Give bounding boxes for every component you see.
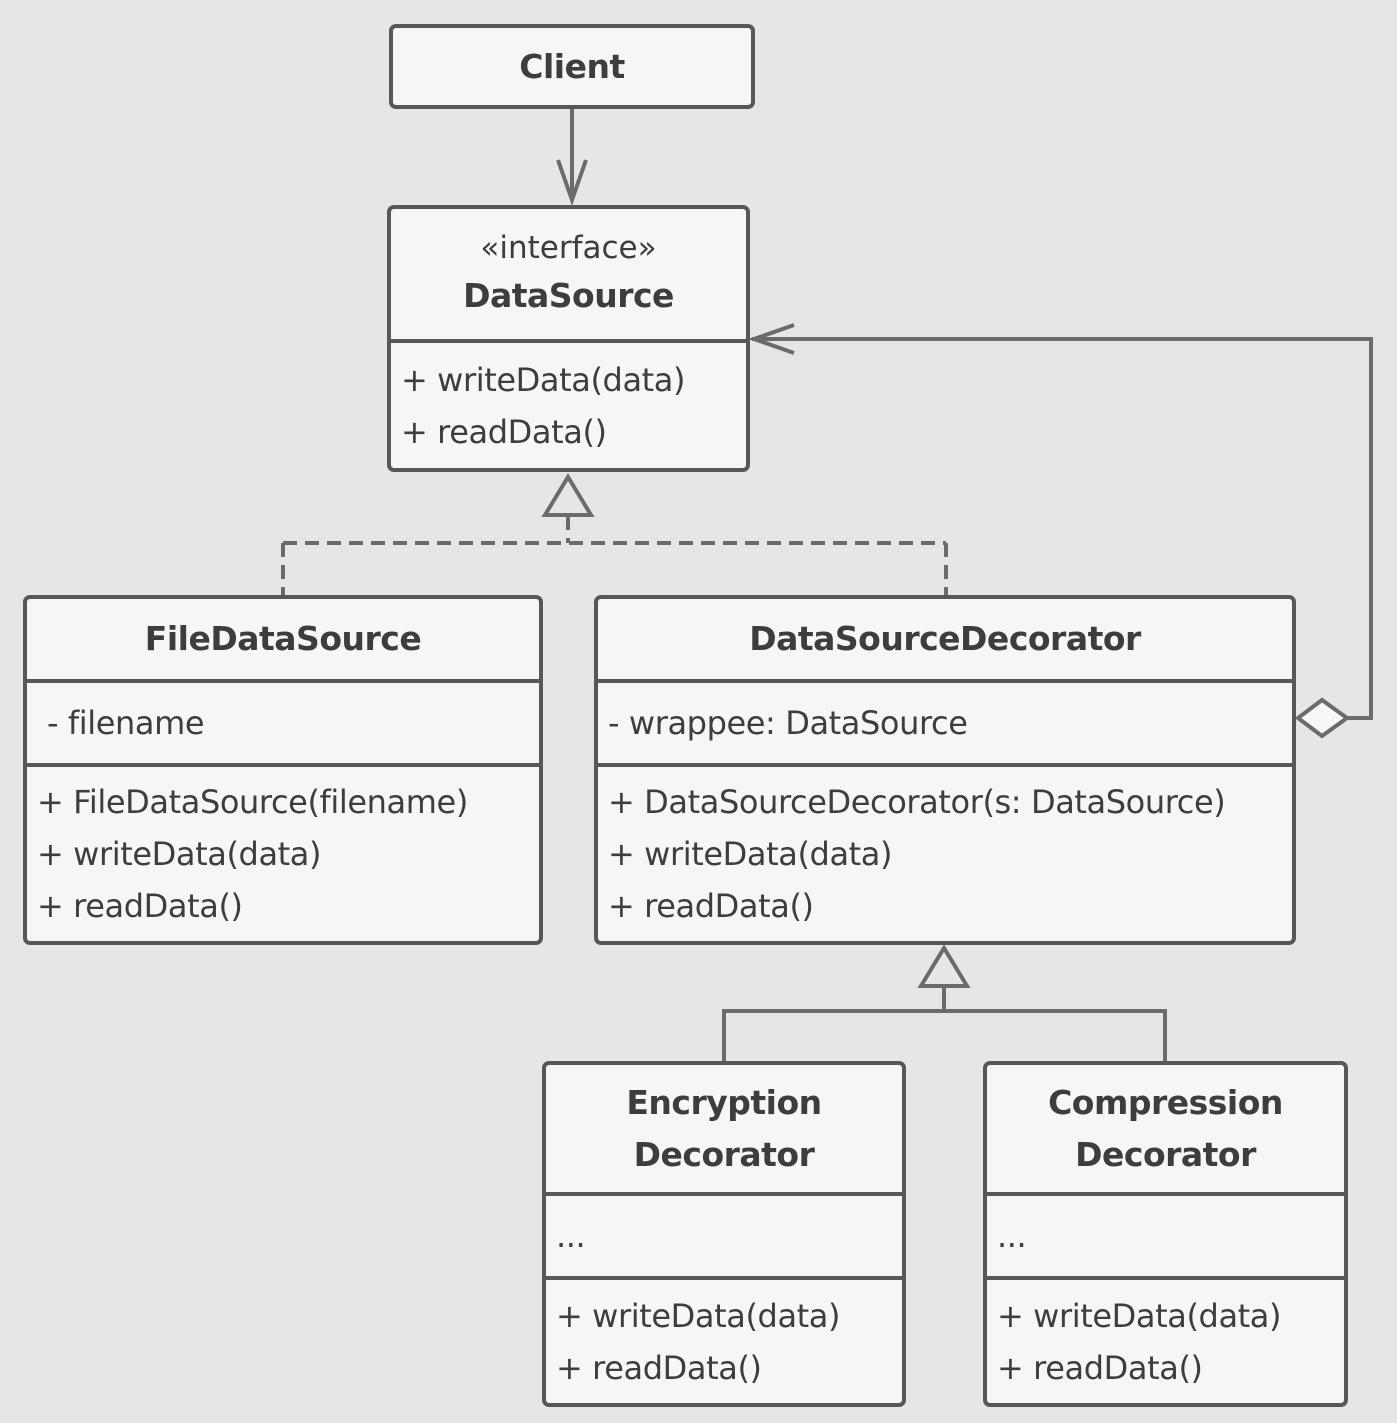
encryptiondecorator-class: Encryption Decorator ... + writeData(dat…: [542, 1061, 906, 1407]
method: + writeData(data): [608, 835, 893, 873]
fields-section: ...: [987, 1196, 1344, 1280]
client-dependency-arrowhead: [556, 159, 588, 207]
decorator-header: DataSourceDecorator: [598, 599, 1292, 683]
field: ...: [997, 1217, 1027, 1255]
method: + readData(): [401, 412, 607, 451]
method: + readData(): [608, 887, 814, 925]
method: + readData(): [37, 887, 243, 925]
realization-triangle: [541, 473, 595, 517]
methods-section: + DataSourceDecorator(s: DataSource) + w…: [598, 767, 1292, 941]
fields-section: ...: [546, 1196, 902, 1280]
filedatasource-header: FileDataSource: [27, 599, 539, 683]
field: ...: [556, 1217, 586, 1255]
client-header: Client: [393, 28, 751, 105]
datasourcedecorator-class: DataSourceDecorator - wrappee: DataSourc…: [594, 595, 1296, 945]
method: + DataSourceDecorator(s: DataSource): [608, 783, 1226, 821]
aggregation-line: [752, 337, 1373, 720]
field: - filename: [47, 704, 205, 742]
fields-section: - filename: [27, 683, 539, 767]
inheritance-triangle: [917, 944, 971, 988]
method: + writeData(data): [401, 360, 686, 399]
compression-header: Compression Decorator: [987, 1065, 1344, 1196]
fields-section: - wrappee: DataSource: [598, 683, 1292, 767]
datasource-header: «interface» DataSource: [391, 209, 746, 343]
method: + writeData(data): [37, 835, 322, 873]
encryption-header: Encryption Decorator: [546, 1065, 902, 1196]
class-name: DataSourceDecorator: [749, 619, 1141, 658]
class-name-line2: Decorator: [633, 1134, 815, 1174]
class-name: Client: [519, 46, 625, 86]
client-class: Client: [389, 24, 755, 109]
aggregation-diamond: [1294, 697, 1351, 739]
method: + writeData(data): [556, 1296, 841, 1335]
filedatasource-class: FileDataSource - filename + FileDataSour…: [23, 595, 543, 945]
methods-section: + writeData(data) + readData(): [546, 1280, 902, 1403]
compressiondecorator-class: Compression Decorator ... + writeData(da…: [983, 1061, 1348, 1407]
aggregation-arrowhead: [747, 323, 795, 355]
class-name-line1: Encryption: [626, 1082, 822, 1122]
class-name: DataSource: [463, 276, 674, 315]
method: + readData(): [997, 1348, 1203, 1387]
realization-connector: [281, 516, 948, 595]
stereotype-label: «interface»: [480, 230, 657, 266]
class-name: FileDataSource: [144, 619, 422, 658]
methods-section: + writeData(data) + readData(): [987, 1280, 1344, 1403]
methods-section: + writeData(data) + readData(): [391, 343, 746, 468]
method: + writeData(data): [997, 1296, 1282, 1335]
method: + FileDataSource(filename): [37, 783, 468, 821]
methods-section: + FileDataSource(filename) + writeData(d…: [27, 767, 539, 941]
field: - wrappee: DataSource: [608, 704, 968, 742]
class-name-line1: Compression: [1048, 1082, 1283, 1122]
datasource-interface: «interface» DataSource + writeData(data)…: [387, 205, 750, 472]
method: + readData(): [556, 1348, 762, 1387]
class-name-line2: Decorator: [1075, 1134, 1256, 1174]
inheritance-connector: [722, 1009, 1167, 1062]
